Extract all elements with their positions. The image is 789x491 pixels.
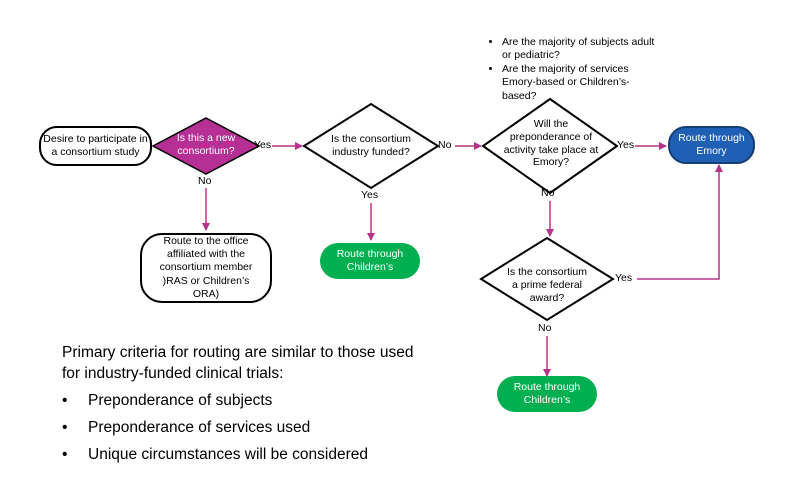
edge-label-new-no: No <box>198 175 212 187</box>
decision-federal-award-label: Is the consortium a prime federal award? <box>507 266 587 304</box>
criteria-intro: Primary criteria for routing are similar… <box>62 344 414 382</box>
criteria-item: Unique circumstances will be considered <box>62 445 422 466</box>
start-node-label: Desire to participate in a consortium st… <box>43 132 148 158</box>
edge-label-industry-no: No <box>438 139 452 151</box>
decision-new-consortium-shape <box>151 117 261 175</box>
edge-label-industry-yes: Yes <box>361 189 379 201</box>
route-emory-node: Route through Emory <box>668 126 755 164</box>
criteria-item: Preponderance of services used <box>62 418 422 439</box>
edge-label-federal-no: No <box>538 322 552 334</box>
route-childrens-label-1: Route through Children’s <box>336 247 404 273</box>
decision-industry-funded-label: Is the consortium industry funded? <box>331 133 411 158</box>
decision-emory-activity-shape <box>481 97 619 195</box>
start-node: Desire to participate in a consortium st… <box>39 126 152 166</box>
route-childrens-node-1: Route through Children’s <box>320 243 420 279</box>
decision-industry-funded-shape <box>302 102 440 190</box>
note-item: Are the majority of subjects adult or pe… <box>502 36 656 62</box>
criteria-item: Preponderance of subjects <box>62 391 422 412</box>
route-childrens-label-2: Route through Children’s <box>513 380 581 406</box>
route-childrens-node-2: Route through Children’s <box>497 376 597 412</box>
decision-new-consortium-label: Is this a new consortium? <box>176 132 236 157</box>
route-office-node: Route to the office affiliated with the … <box>140 233 272 303</box>
edge-label-emory-no: No <box>541 187 555 199</box>
routing-criteria: Primary criteria for routing are similar… <box>62 343 422 472</box>
route-office-label: Route to the office affiliated with the … <box>159 235 253 300</box>
edge-label-emory-yes: Yes <box>617 139 635 151</box>
note-item: Are the majority of services Emory-based… <box>502 63 656 102</box>
decision-federal-award-shape <box>479 236 615 322</box>
edge-federal-yes <box>637 164 723 280</box>
edge-label-new-yes: Yes <box>254 139 272 151</box>
routing-notes: Are the majority of subjects adult or pe… <box>486 36 656 104</box>
decision-emory-activity-label: Will the preponderance of activity take … <box>503 118 599 169</box>
route-emory-label: Route through Emory <box>678 131 745 157</box>
edge-label-federal-yes: Yes <box>615 272 633 284</box>
